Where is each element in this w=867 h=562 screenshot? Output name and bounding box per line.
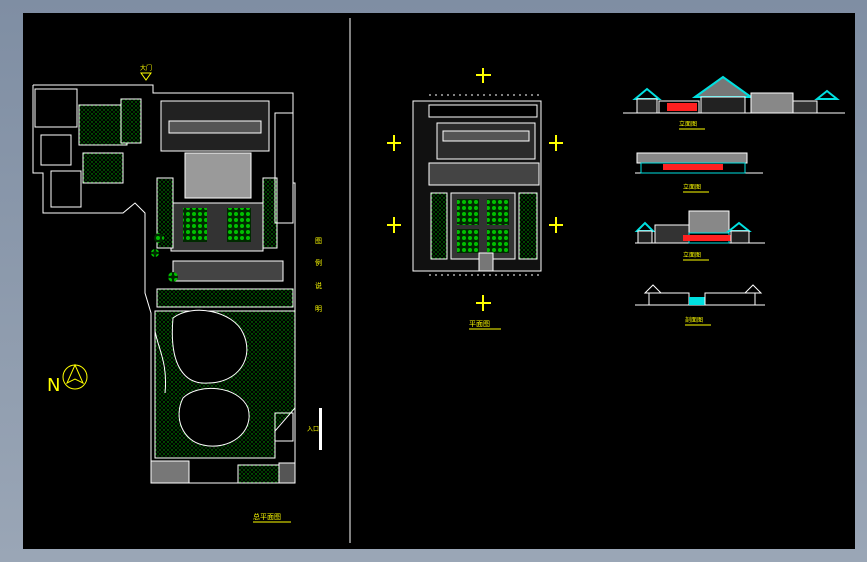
gate-tag: 大门 xyxy=(140,64,152,72)
legend-2: 例 xyxy=(315,258,322,267)
elevation-3: 立面图 xyxy=(634,210,765,261)
north-mark: N xyxy=(47,375,60,396)
site-plan: 图 例 说 明 入口 大门 N 总平面图 xyxy=(32,64,322,523)
legend-4: 明 xyxy=(315,305,322,313)
section-marker-icon xyxy=(387,68,563,311)
elevation-1: 立面图 xyxy=(623,75,845,130)
elevation-1-title: 立面图 xyxy=(679,120,697,128)
elevation-2: 立面图 xyxy=(635,152,763,193)
elevation-3-title: 立面图 xyxy=(683,251,701,259)
site-plan-title: 总平面图 xyxy=(253,512,281,521)
elevation-2-title: 立面图 xyxy=(683,183,701,191)
gate-marker-icon xyxy=(140,72,152,81)
drawing-canvas[interactable]: 图 例 说 明 入口 大门 N 总平面图 xyxy=(23,13,855,549)
legend-1: 图 xyxy=(315,237,322,245)
entrance-tag: 入口 xyxy=(307,426,319,433)
section: 剖面图 xyxy=(635,284,765,326)
cad-drawing: 图 例 说 明 入口 大门 N 总平面图 xyxy=(32,18,845,543)
north-arrow-icon: N xyxy=(47,363,88,396)
legend-3: 说 xyxy=(315,281,322,290)
section-title: 剖面图 xyxy=(685,316,703,324)
floor-plan: 平面图 xyxy=(387,68,563,330)
floor-plan-title: 平面图 xyxy=(469,320,490,328)
